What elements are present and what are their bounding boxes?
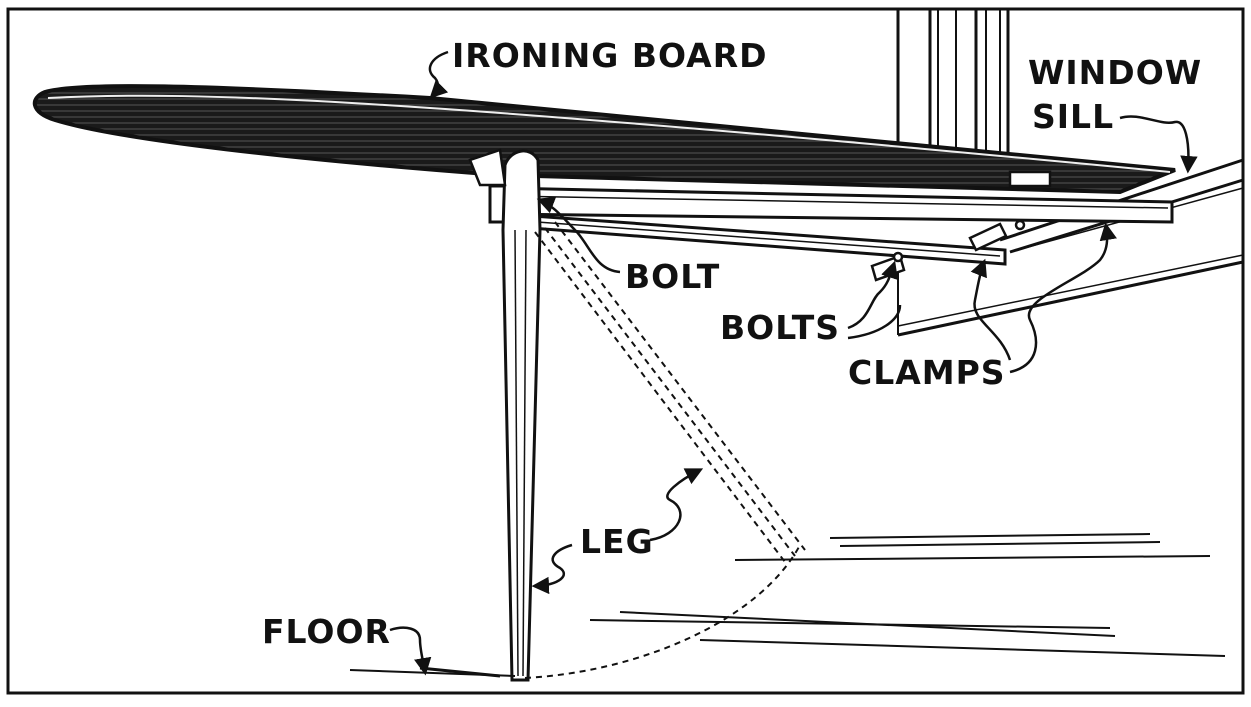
- clamps-leader-1: [1009, 222, 1117, 374]
- clamps-leader-2: [970, 258, 1012, 361]
- ironing-board: [32, 84, 1176, 195]
- label-clamps: CLAMPS: [848, 353, 1006, 392]
- folded-leg-outline: [524, 221, 806, 679]
- label-window-sill-line2: SILL: [1032, 97, 1114, 136]
- bolt-leader: [536, 196, 621, 274]
- support-rail: [488, 184, 1174, 266]
- label-bolt: BOLT: [625, 257, 720, 296]
- bolts-leader-1: [847, 260, 898, 330]
- floor-leader: [389, 626, 432, 676]
- floor-lines: [349, 533, 1226, 678]
- leg: [468, 148, 542, 682]
- ironing-board-leader: [428, 50, 449, 99]
- window-sill-leader: [1119, 115, 1198, 174]
- label-ironing-board: IRONING BOARD: [452, 36, 768, 75]
- leg-leader-2: [531, 543, 573, 595]
- leg-leader-1: [649, 468, 704, 542]
- label-leg: LEG: [580, 522, 654, 561]
- label-bolts: BOLTS: [720, 308, 840, 347]
- figure-border: [6, 7, 1245, 695]
- label-floor: FLOOR: [262, 612, 391, 651]
- label-window-sill-line1: WINDOW: [1028, 53, 1202, 92]
- window-frame: [896, 10, 1010, 152]
- bolts-leader-2: [847, 304, 902, 340]
- leader-lines: [389, 50, 1198, 676]
